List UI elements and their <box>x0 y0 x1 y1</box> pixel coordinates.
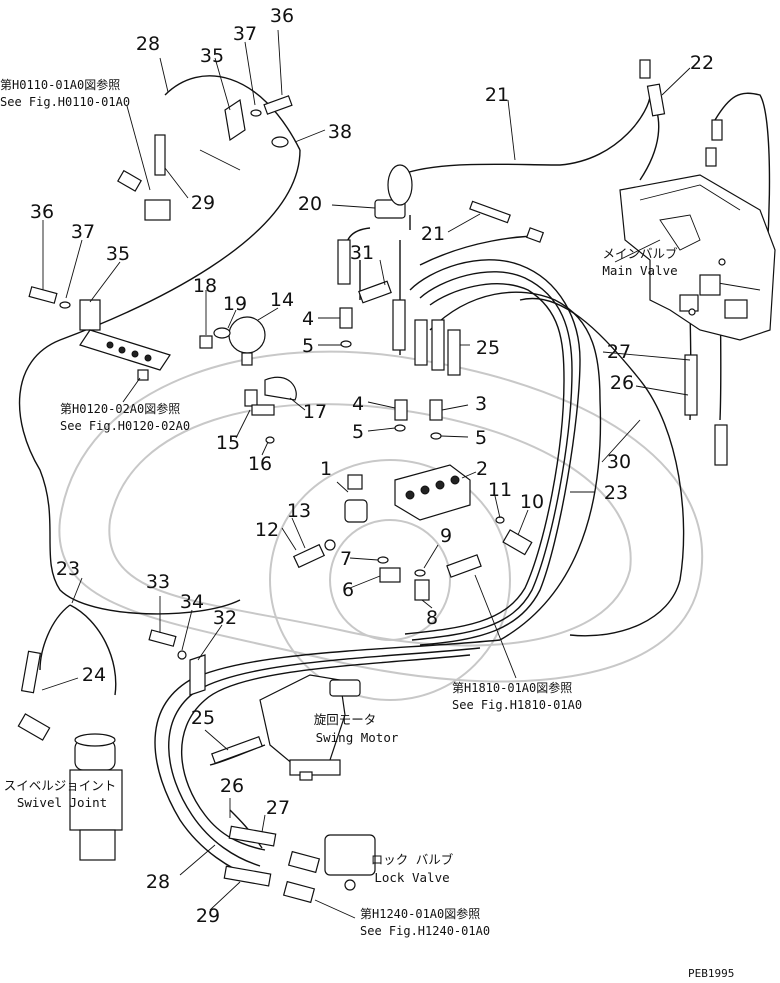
part-number: 37 <box>71 221 95 243</box>
main-valve-label-jp: メインバルブ <box>602 246 678 261</box>
bolt-12 <box>292 539 336 569</box>
part-number: 31 <box>350 242 374 264</box>
lock-valve-label-en: Lock Valve <box>374 870 449 885</box>
part-number: 4 <box>302 308 314 330</box>
fittings-4 <box>339 307 443 421</box>
part-number: 27 <box>607 341 631 363</box>
swivel-joint-label-en: Swivel Joint <box>17 795 107 810</box>
ref-h0120-en: See Fig.H0120-02A0 <box>60 419 190 433</box>
pilot-hoses-25 <box>392 299 461 376</box>
clamp-35-top <box>199 95 293 171</box>
part-number: 33 <box>146 571 170 593</box>
swivel-joint-label-jp: スイベルジョイント <box>4 778 117 793</box>
part-number: 9 <box>440 525 452 547</box>
lock-valve <box>282 834 376 904</box>
part-number: 30 <box>607 451 631 473</box>
part-number: 36 <box>30 201 54 223</box>
part-number: 23 <box>604 482 628 504</box>
swing-motor-label-jp: 旋回モータ <box>314 712 377 727</box>
part-number: 28 <box>136 33 160 55</box>
part-number: 27 <box>266 797 290 819</box>
part-number: 11 <box>488 479 512 501</box>
part-number: 21 <box>421 223 445 245</box>
ref-h1810-jp: 第H1810-01A0図参照 <box>452 680 572 695</box>
part-number-labels: 1 2 3 4 4 5 5 5 6 7 8 9 10 11 12 13 14 1… <box>30 5 714 927</box>
part-number: 8 <box>426 607 438 629</box>
part-number: 20 <box>298 193 322 215</box>
part-number: 26 <box>610 372 634 394</box>
swivel-joint <box>69 733 123 861</box>
ref-h1240-jp: 第H1240-01A0図参照 <box>360 906 480 921</box>
fitting-29-top <box>117 134 171 221</box>
ref-h0110-en: See Fig.H0110-01A0 <box>0 95 130 109</box>
fitting-25-lower <box>211 735 263 765</box>
part-number: 35 <box>106 243 130 265</box>
part-number: 29 <box>196 905 220 927</box>
ref-h0120-jp: 第H0120-02A0図参照 <box>60 401 180 416</box>
part-number: 5 <box>302 335 314 357</box>
part-number: 37 <box>233 23 257 45</box>
part-number: 1 <box>320 458 332 480</box>
part-number: 14 <box>270 289 294 311</box>
fittings-6-8 <box>379 554 482 601</box>
part-number: 32 <box>213 607 237 629</box>
part-number: 24 <box>82 664 106 686</box>
part-number: 5 <box>352 421 364 443</box>
part-number: 25 <box>476 337 500 359</box>
fitting-24 <box>17 650 51 741</box>
part-number: 15 <box>216 432 240 454</box>
main-valve-label-en: Main Valve <box>602 263 677 278</box>
hose-clamp-20 <box>374 164 413 219</box>
part-number: 23 <box>56 558 80 580</box>
part-number: 10 <box>520 491 544 513</box>
part-number: 13 <box>287 500 311 522</box>
part-number: 7 <box>340 548 352 570</box>
fitting-22 <box>639 59 723 167</box>
junction-block-0120 <box>79 329 171 381</box>
main-valve <box>619 174 776 341</box>
fittings-27-29-lower <box>223 825 277 887</box>
part-number: 3 <box>475 393 487 415</box>
ref-h1240-en: See Fig.H1240-01A0 <box>360 924 490 938</box>
leader-lines <box>41 29 691 919</box>
component-labels: メインバルブ Main Valve 旋回モータ Swing Motor スイベル… <box>4 246 678 885</box>
part-number: 4 <box>352 393 364 415</box>
clamp-35-left <box>28 286 101 331</box>
ref-h0110-jp: 第H0110-01A0図参照 <box>0 77 120 92</box>
part-number: 12 <box>255 519 279 541</box>
swing-motor <box>259 674 361 781</box>
fitting-21 <box>469 200 545 243</box>
part-number: 35 <box>200 45 224 67</box>
part-number: 17 <box>303 401 327 423</box>
part-number: 19 <box>223 293 247 315</box>
solenoid-valve-block <box>344 464 471 523</box>
part-number: 16 <box>248 453 272 475</box>
fitting-10 <box>502 529 533 556</box>
part-number: 36 <box>270 5 294 27</box>
part-number: 18 <box>193 275 217 297</box>
fitting-31 <box>337 239 392 304</box>
part-number: 26 <box>220 775 244 797</box>
hose-lines <box>18 75 771 881</box>
fittings-26-27-right <box>684 354 728 466</box>
part-number: 22 <box>690 52 714 74</box>
part-number: 25 <box>191 707 215 729</box>
part-number: 5 <box>475 427 487 449</box>
lock-valve-label-jp: ロック バルブ <box>371 852 454 867</box>
part-number: 38 <box>328 121 352 143</box>
drawing-code: PEB1995 <box>688 967 734 980</box>
part-number: 28 <box>146 871 170 893</box>
swing-motor-label-en: Swing Motor <box>316 730 399 745</box>
part-number: 21 <box>485 84 509 106</box>
parts-17-19 <box>199 327 297 416</box>
bracket-32 <box>148 629 206 696</box>
part-number: 29 <box>191 192 215 214</box>
ref-h1810-en: See Fig.H1810-01A0 <box>452 698 582 712</box>
part-number: 2 <box>476 458 488 480</box>
part-number: 6 <box>342 579 354 601</box>
reference-notes: 第H0110-01A0図参照 See Fig.H0110-01A0 第H0120… <box>0 77 582 938</box>
part-number: 34 <box>180 591 204 613</box>
